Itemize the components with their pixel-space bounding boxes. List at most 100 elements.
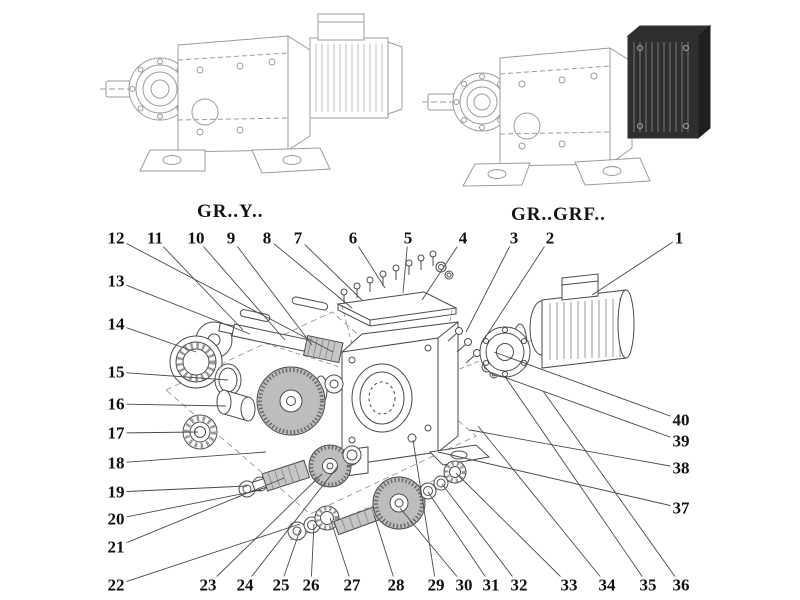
- leader-line-10: [195, 237, 286, 341]
- part-number-29: 29: [425, 575, 447, 595]
- part-number-13: 13: [105, 271, 127, 291]
- leader-line-15: [115, 371, 229, 381]
- motor-end-cap: [617, 289, 635, 359]
- leader-line-34: [477, 425, 608, 586]
- part-number-1: 1: [672, 228, 686, 248]
- cover-screws: [340, 250, 437, 304]
- gr-y-mounting-feet: [139, 147, 331, 174]
- gr-grf-mounting-feet: [462, 157, 651, 187]
- leader-line-25: [280, 529, 301, 586]
- part-number-38: 38: [670, 458, 692, 478]
- drain-plug: [407, 433, 417, 443]
- leader-line-9: [230, 237, 313, 346]
- gear-housing: [329, 321, 491, 479]
- leader-line-31: [427, 491, 492, 586]
- leader-line-11: [154, 237, 244, 331]
- intermediate-pinion: [251, 459, 311, 492]
- part-number-21: 21: [105, 537, 127, 557]
- leader-line-24: [244, 465, 339, 586]
- output-shaft-parts: [287, 460, 467, 541]
- terminal-box: [561, 273, 599, 301]
- large-helical-gear: [256, 366, 326, 436]
- leader-line-5: [402, 237, 409, 294]
- leader-line-12: [115, 237, 334, 353]
- part-number-12: 12: [105, 228, 127, 248]
- leader-line-35: [505, 377, 649, 586]
- leader-line-1: [591, 237, 680, 296]
- part-number-22: 22: [105, 575, 127, 595]
- leader-line-23: [207, 473, 323, 586]
- leader-line-3: [465, 237, 515, 333]
- exploded-view-drawing: [165, 250, 635, 541]
- leader-line-7: [297, 237, 363, 301]
- spacer-sleeve: [216, 389, 256, 422]
- gr-y-motor: [309, 13, 403, 119]
- leader-line-37: [437, 451, 682, 509]
- part-number-18: 18: [105, 453, 127, 473]
- part-number-14: 14: [105, 314, 127, 334]
- part-number-32: 32: [508, 575, 530, 595]
- part-number-28: 28: [385, 575, 407, 595]
- gr-y-assembly-drawing: [100, 13, 403, 174]
- part-number-33: 33: [558, 575, 580, 595]
- flange-bolts: [447, 327, 481, 364]
- part-number-16: 16: [105, 394, 127, 414]
- leader-lines: [115, 237, 682, 586]
- gr-y-housing: [177, 35, 311, 153]
- part-number-8: 8: [260, 228, 274, 248]
- leader-line-28: [373, 514, 397, 586]
- gr-grf-output-shaft: [422, 93, 464, 111]
- part-number-30: 30: [453, 575, 475, 595]
- leader-line-39: [489, 371, 682, 442]
- leader-line-19: [115, 485, 248, 493]
- leader-line-2: [480, 237, 551, 345]
- leader-line-27: [329, 517, 353, 586]
- part-number-26: 26: [300, 575, 322, 595]
- part-number-9: 9: [224, 228, 238, 248]
- housing-foot-right: [428, 444, 491, 466]
- part-number-36: 36: [670, 575, 692, 595]
- part-number-11: 11: [144, 228, 166, 248]
- input-flange: [479, 326, 531, 378]
- part-number-6: 6: [346, 228, 360, 248]
- ball-bearing: [314, 505, 340, 531]
- gr-grf-finned-cover: [626, 24, 712, 140]
- leader-line-13: [115, 280, 251, 335]
- leader-line-14: [115, 323, 197, 353]
- part-number-34: 34: [596, 575, 618, 595]
- leader-line-17: [115, 431, 199, 434]
- retaining-ring: [342, 445, 362, 465]
- part-number-37: 37: [670, 498, 692, 518]
- part-number-10: 10: [185, 228, 207, 248]
- shaft-key: [291, 296, 329, 311]
- part-number-20: 20: [105, 509, 127, 529]
- spacer-ring: [324, 374, 344, 394]
- part-number-23: 23: [197, 575, 219, 595]
- gr-grf-housing: [499, 47, 633, 167]
- leader-line-32: [441, 483, 520, 586]
- variant-label-gr-grf: GR..GRF..: [511, 204, 606, 225]
- oil-seal-bearing: [169, 335, 223, 389]
- part-number-24: 24: [234, 575, 256, 595]
- part-number-25: 25: [270, 575, 292, 595]
- leader-line-38: [469, 429, 682, 469]
- part-number-5: 5: [401, 228, 415, 248]
- motor-flange-parts: [447, 323, 531, 379]
- part-number-27: 27: [341, 575, 363, 595]
- part-number-19: 19: [105, 482, 127, 502]
- part-number-39: 39: [670, 431, 692, 451]
- leader-line-20: [115, 489, 262, 520]
- part-number-31: 31: [480, 575, 502, 595]
- spacer-ring: [419, 482, 437, 500]
- variant-label-gr-y: GR..Y..: [197, 201, 264, 222]
- part-number-4: 4: [456, 228, 470, 248]
- part-number-15: 15: [105, 362, 127, 382]
- gr-grf-assembly-drawing: [422, 24, 712, 187]
- leader-line-22: [115, 523, 301, 586]
- input-pinion-shaft: [218, 322, 344, 364]
- input-shaft-parts: [169, 296, 344, 450]
- leader-line-40: [493, 351, 682, 421]
- leader-line-30: [399, 507, 465, 586]
- output-gear: [372, 476, 426, 530]
- part-number-35: 35: [637, 575, 659, 595]
